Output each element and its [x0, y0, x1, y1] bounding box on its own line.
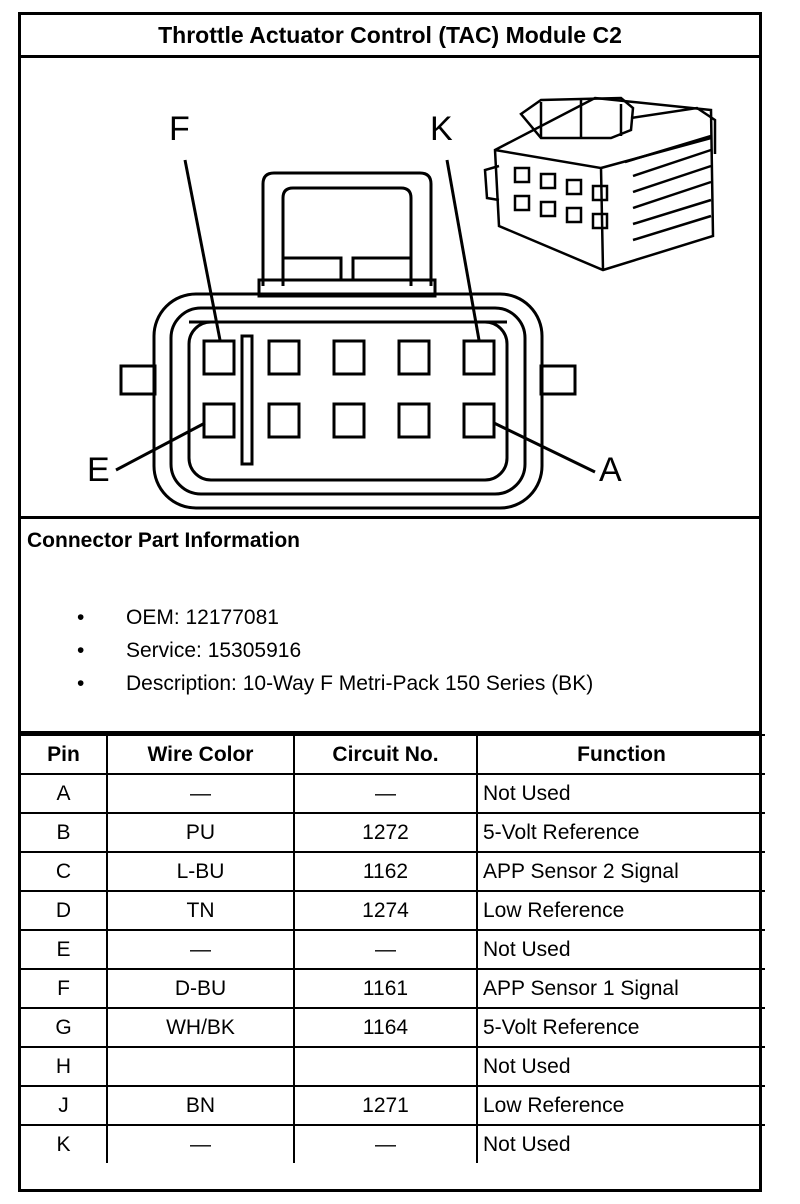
cell-wire-color: L-BU	[106, 851, 295, 892]
pin-cavity	[332, 339, 366, 376]
polarizing-rib	[240, 334, 254, 466]
connector-part-info: Connector Part Information • OEM: 1217708…	[21, 516, 759, 734]
cell-wire-color: D-BU	[106, 968, 295, 1009]
cell-wire-color: BN	[106, 1085, 295, 1126]
cell-circuit: 1274	[293, 890, 478, 931]
pin-cavity-e	[202, 402, 236, 439]
cell-wire-color: —	[106, 773, 295, 814]
latch-inner	[281, 186, 413, 286]
pin-cavity-a	[462, 402, 496, 439]
header-pin: Pin	[21, 734, 108, 775]
cell-wire-color: TN	[106, 890, 295, 931]
cell-function: APP Sensor 1 Signal	[476, 968, 765, 1009]
cell-function: APP Sensor 2 Signal	[476, 851, 765, 892]
cell-circuit: —	[293, 1124, 478, 1163]
info-item-description: • Description: 10-Way F Metri-Pack 150 Se…	[21, 667, 593, 700]
info-heading: Connector Part Information	[27, 529, 301, 552]
bullet: •	[77, 672, 85, 695]
housing-outer	[152, 292, 544, 510]
table-row: A——Not Used	[21, 773, 765, 814]
cell-pin: H	[21, 1046, 108, 1087]
cell-circuit: 1164	[293, 1007, 478, 1048]
callout-a: A	[599, 451, 622, 489]
side-tab-right	[539, 364, 577, 396]
cell-function: 5-Volt Reference	[476, 1007, 765, 1048]
cell-pin: C	[21, 851, 108, 892]
pin-cavity-f	[202, 339, 236, 376]
housing-inner	[169, 306, 527, 496]
cell-function: Not Used	[476, 929, 765, 970]
cell-circuit: 1162	[293, 851, 478, 892]
pin-cavity	[397, 402, 431, 439]
side-tab-left	[119, 364, 157, 396]
info-item-text: OEM: 12177081	[126, 606, 279, 629]
page-title: Throttle Actuator Control (TAC) Module C…	[21, 15, 759, 58]
cell-function: Low Reference	[476, 1085, 765, 1126]
connector-sheet: Throttle Actuator Control (TAC) Module C…	[18, 12, 765, 1192]
housing-cavity	[187, 320, 509, 482]
info-list: • OEM: 12177081 • Service: 15305916 • Descr…	[21, 601, 593, 700]
cell-function: Not Used	[476, 1124, 765, 1163]
connector-3d-view	[483, 96, 717, 272]
info-item-text: Service: 15305916	[126, 639, 302, 662]
cell-wire-color: —	[106, 1124, 295, 1163]
pin-cavity	[267, 339, 301, 376]
cell-pin: K	[21, 1124, 108, 1163]
header-function: Function	[476, 734, 765, 775]
pin-cavity	[267, 402, 301, 439]
pinout-table: Pin Wire Color Circuit No. Function A——N…	[21, 734, 765, 1163]
table-row: K——Not Used	[21, 1124, 765, 1163]
connector-figure: F K E A	[21, 58, 759, 516]
bullet: •	[77, 639, 85, 662]
cell-pin: G	[21, 1007, 108, 1048]
info-item-oem: • OEM: 12177081	[21, 601, 593, 634]
table-row: H Not Used	[21, 1046, 765, 1087]
cell-wire-color: —	[106, 929, 295, 970]
cell-pin: E	[21, 929, 108, 970]
cell-circuit: 1271	[293, 1085, 478, 1126]
cell-wire-color: PU	[106, 812, 295, 853]
cell-function: 5-Volt Reference	[476, 812, 765, 853]
cell-function: Not Used	[476, 773, 765, 814]
cell-pin: A	[21, 773, 108, 814]
latch-base	[257, 278, 437, 298]
bullet: •	[77, 606, 85, 629]
header-circuit-no: Circuit No.	[293, 734, 478, 775]
cell-wire-color: WH/BK	[106, 1007, 295, 1048]
callout-e: E	[87, 451, 110, 489]
info-item-service: • Service: 15305916	[21, 634, 593, 667]
table-row: E——Not Used	[21, 929, 765, 970]
pin-cavity	[397, 339, 431, 376]
cell-pin: D	[21, 890, 108, 931]
cell-function: Not Used	[476, 1046, 765, 1087]
connector-diagram: F K E A	[87, 96, 717, 510]
info-item-text: Description: 10-Way F Metri-Pack 150 Ser…	[126, 672, 594, 695]
header-wire-color: Wire Color	[106, 734, 295, 775]
cell-pin: F	[21, 968, 108, 1009]
cell-pin: B	[21, 812, 108, 853]
callout-f: F	[169, 110, 190, 148]
cell-circuit: 1161	[293, 968, 478, 1009]
cell-function: Low Reference	[476, 890, 765, 931]
pin-cavity	[332, 402, 366, 439]
cell-wire-color	[106, 1046, 295, 1087]
cell-circuit: —	[293, 773, 478, 814]
pin-cavity-k	[462, 339, 496, 376]
cell-circuit: —	[293, 929, 478, 970]
cell-circuit: 1272	[293, 812, 478, 853]
cell-circuit	[293, 1046, 478, 1087]
latch-outline	[261, 171, 433, 286]
table-header-row: Pin Wire Color Circuit No. Function	[21, 734, 765, 775]
cell-pin: J	[21, 1085, 108, 1126]
callout-k: K	[430, 110, 453, 148]
